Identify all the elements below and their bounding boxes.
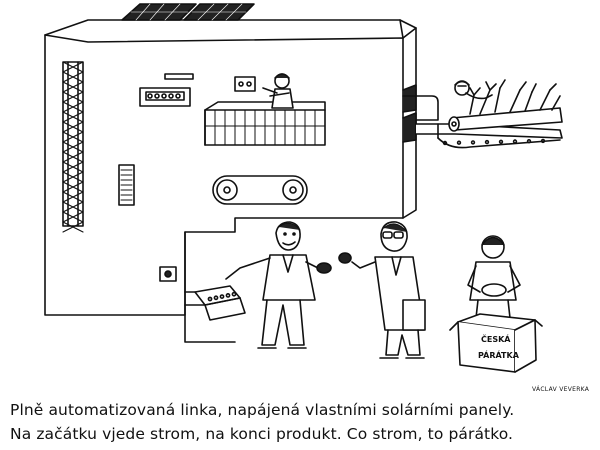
pulley-belt	[212, 175, 308, 205]
balcony-worker	[262, 73, 294, 109]
presenter-figure	[225, 221, 332, 349]
box-label-line1: ČESKÁ	[481, 333, 511, 344]
caption-line-1: Plně automatizovaná linka, napájená vlas…	[10, 401, 515, 419]
machine-box	[234, 76, 256, 92]
control-panel	[139, 87, 191, 107]
reporter-figure	[338, 221, 426, 359]
boy-figure	[467, 235, 521, 319]
lattice-window	[62, 61, 84, 233]
balcony	[204, 101, 326, 146]
artist-signature: VÁCLAV VEVERKA	[532, 386, 590, 393]
tree-logs	[448, 79, 563, 132]
caption: Plně automatizovaná linka, napájená vlas…	[10, 398, 595, 446]
toothpick-box: ČESKÁ PÁRÁTKA	[449, 313, 543, 373]
caption-line-2: Na začátku vjede strom, na konci produkt…	[10, 425, 514, 443]
output-conveyor	[184, 285, 246, 321]
top-vent	[164, 73, 194, 80]
feeder-worker	[454, 80, 493, 100]
cartoon-illustration: ČESKÁ PÁRÁTKA	[44, 3, 563, 373]
vent-grille	[118, 164, 135, 206]
wall-switch	[159, 266, 177, 282]
box-label-line2: PÁRÁTKA	[478, 349, 520, 360]
solar-panels	[121, 3, 255, 21]
